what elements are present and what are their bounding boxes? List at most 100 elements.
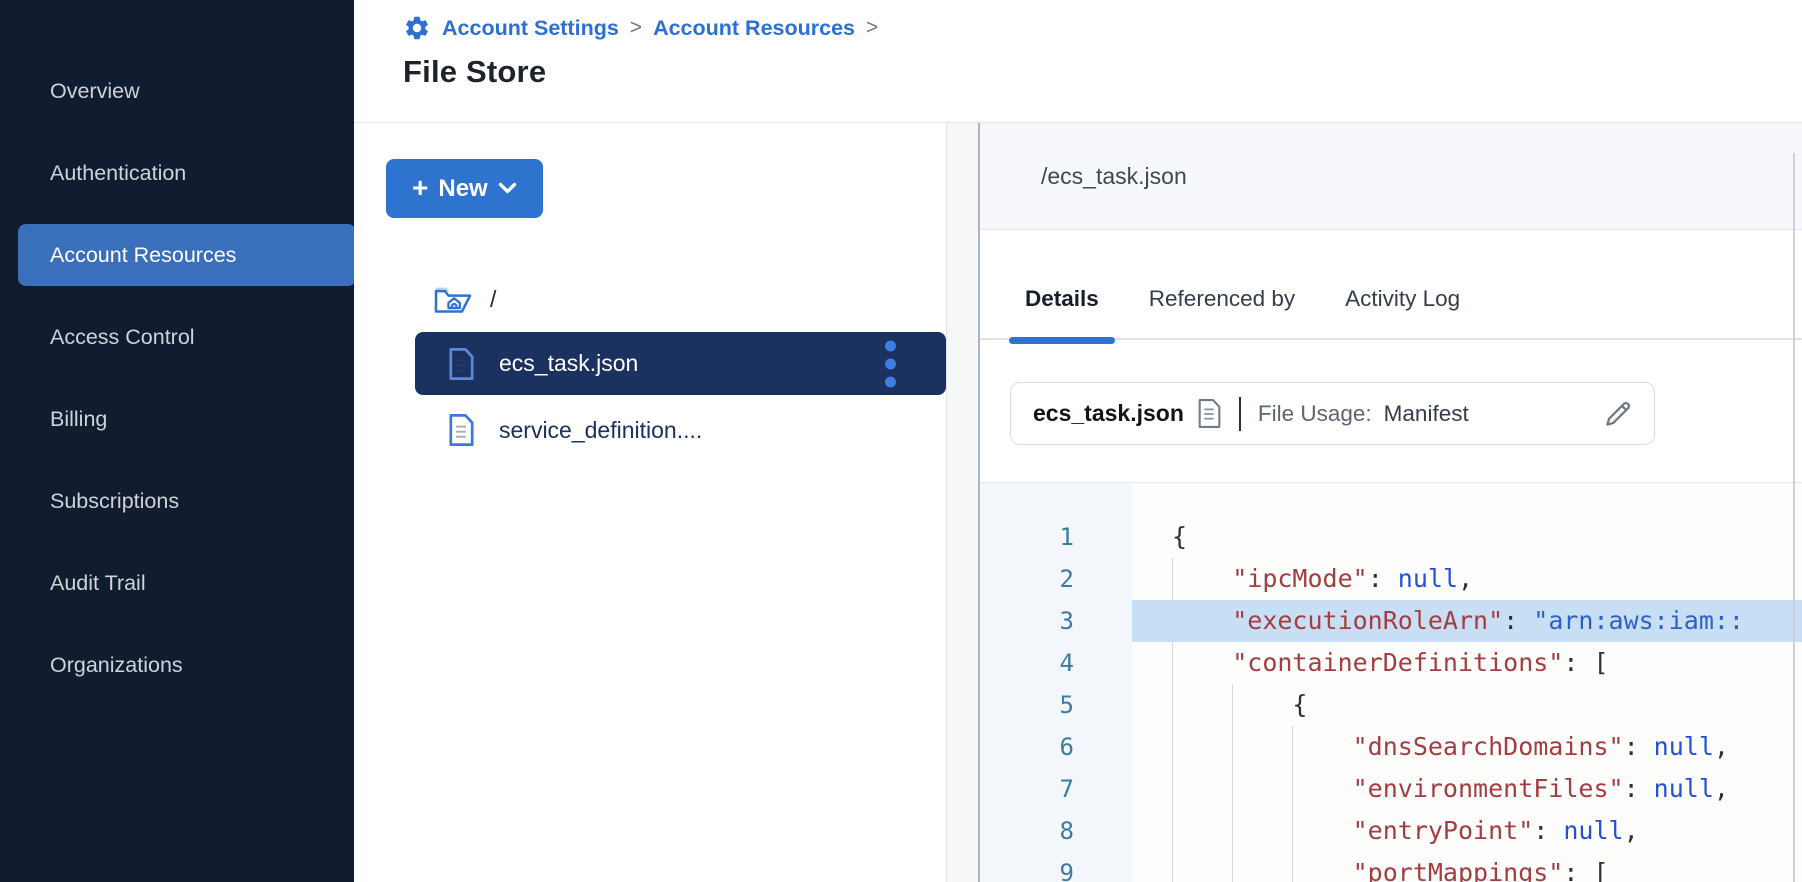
code-token: "dnsSearchDomains" (1352, 732, 1624, 761)
document-icon (1197, 398, 1222, 429)
edit-pencil-icon[interactable] (1598, 395, 1638, 433)
sidebar-item-label: Overview (50, 78, 140, 103)
code-token: { (1172, 522, 1188, 551)
code-token (1172, 564, 1232, 593)
code-text: "executionRoleArn": "arn:aws:iam:: (1172, 600, 1744, 642)
line-number: 2 (1059, 565, 1074, 593)
code-token (1172, 648, 1232, 677)
file-name: service_definition.... (499, 416, 703, 443)
tab-label: Details (1025, 286, 1099, 311)
code-viewer[interactable]: 1{2 "ipcMode": null,3 "executionRoleArn"… (980, 482, 1802, 882)
file-icon (449, 414, 474, 446)
page-header: Account Settings > Account Resources > F… (354, 0, 1802, 123)
file-usage-label: File Usage: (1257, 400, 1372, 426)
code-token: { (1172, 690, 1308, 719)
tab-referenced-by[interactable]: Referenced by (1149, 286, 1295, 312)
code-token: , (1458, 564, 1474, 593)
sidebar-nav: Overview Authentication Account Resource… (0, 60, 356, 696)
indent-guide (1172, 684, 1173, 726)
root-folder-row[interactable]: / (432, 282, 946, 316)
sidebar-item-label: Authentication (50, 160, 187, 185)
code-token: "ipcMode" (1232, 564, 1368, 593)
panel-scrollbar[interactable] (1793, 153, 1795, 882)
line-number: 4 (1059, 649, 1074, 677)
page-title: File Store (403, 54, 547, 89)
code-token: null (1653, 774, 1714, 803)
breadcrumb-link-account-resources[interactable]: Account Resources (653, 15, 855, 40)
code-token (1172, 858, 1353, 882)
sidebar-item-audit-trail[interactable]: Audit Trail (18, 552, 354, 614)
card-divider (1238, 396, 1241, 431)
code-token (1172, 774, 1353, 803)
sidebar-item-label: Account Resources (50, 242, 237, 267)
file-name: ecs_task.json (499, 350, 639, 376)
file-icon (449, 347, 474, 380)
code-token (1172, 606, 1232, 635)
code-line: 5 { (980, 684, 1802, 726)
code-token: : (1367, 564, 1398, 593)
indent-guide (1172, 852, 1173, 882)
tab-label: Referenced by (1148, 286, 1296, 311)
line-number: 6 (1059, 733, 1074, 761)
breadcrumb-link-account-settings[interactable]: Account Settings (442, 15, 619, 40)
file-path-bar: /ecs_task.json (980, 123, 1802, 230)
sidebar-item-organizations[interactable]: Organizations (18, 634, 354, 696)
line-number: 7 (1059, 775, 1074, 803)
code-line: 6 "dnsSearchDomains": null, (980, 726, 1802, 768)
code-token: : (1623, 732, 1654, 761)
kebab-menu-icon[interactable] (881, 336, 900, 391)
code-token: "portMappings" (1352, 858, 1564, 882)
file-path: /ecs_task.json (1041, 162, 1187, 189)
tab-activity-log[interactable]: Activity Log (1345, 286, 1460, 312)
breadcrumb: Account Settings > Account Resources > (403, 14, 1802, 42)
chevron-down-icon (498, 182, 516, 194)
file-detail-panel: /ecs_task.json Details Referenced by Act… (980, 123, 1802, 882)
line-number: 1 (1059, 523, 1074, 551)
indent-guide (1292, 726, 1294, 768)
code-token: , (1713, 774, 1729, 803)
code-text: "ipcMode": null, (1172, 558, 1473, 600)
file-row-service-definition[interactable]: service_definition.... (415, 401, 946, 459)
indent-guide (1232, 852, 1234, 882)
code-token: , (1713, 732, 1729, 761)
new-button-label: New (438, 174, 488, 202)
file-row-ecs-task[interactable]: ecs_task.json (415, 332, 946, 395)
sidebar-item-label: Audit Trail (50, 570, 146, 595)
indent-guide (1232, 726, 1234, 768)
file-card-area: ecs_task.json File Usage: Manifest (980, 340, 1802, 482)
file-browser-panel: + New / (354, 123, 946, 882)
code-line: 4 "containerDefinitions": [ (980, 642, 1802, 684)
file-info-card: ecs_task.json File Usage: Manifest (1010, 382, 1655, 445)
sidebar-item-account-resources[interactable]: Account Resources (18, 224, 356, 286)
line-number: 8 (1059, 817, 1074, 845)
sidebar: Overview Authentication Account Resource… (0, 0, 356, 882)
tab-label: Activity Log (1345, 286, 1461, 311)
sidebar-item-access-control[interactable]: Access Control (18, 306, 354, 368)
code-line: 8 "entryPoint": null, (980, 810, 1802, 852)
code-line: 3 "executionRoleArn": "arn:aws:iam:: (980, 600, 1802, 642)
code-token: "environmentFiles" (1352, 774, 1624, 803)
code-text: "entryPoint": null, (1172, 810, 1639, 852)
tab-details[interactable]: Details (1009, 286, 1115, 344)
line-number: 9 (1059, 859, 1074, 882)
sidebar-item-subscriptions[interactable]: Subscriptions (18, 470, 354, 532)
code-line: 2 "ipcMode": null, (980, 558, 1802, 600)
sidebar-item-billing[interactable]: Billing (18, 388, 354, 450)
indent-guide (1172, 642, 1173, 684)
code-text: "containerDefinitions": [ (1172, 642, 1608, 684)
code-token: null (1653, 732, 1714, 761)
sidebar-item-authentication[interactable]: Authentication (18, 142, 354, 204)
new-button[interactable]: + New (386, 159, 543, 218)
indent-guide (1232, 810, 1234, 852)
code-text: "dnsSearchDomains": null, (1172, 726, 1729, 768)
code-token: : (1623, 774, 1654, 803)
code-line: 1{ (980, 516, 1802, 558)
scrollbar-track[interactable] (946, 123, 980, 882)
code-token: "arn:aws:iam:: (1533, 606, 1744, 635)
sidebar-item-overview[interactable]: Overview (18, 60, 354, 122)
indent-guide (1232, 768, 1234, 810)
indent-guide (1172, 768, 1173, 810)
breadcrumb-separator: > (865, 16, 879, 39)
code-token: , (1623, 816, 1639, 845)
tab-bar: Details Referenced by Activity Log (980, 230, 1802, 344)
